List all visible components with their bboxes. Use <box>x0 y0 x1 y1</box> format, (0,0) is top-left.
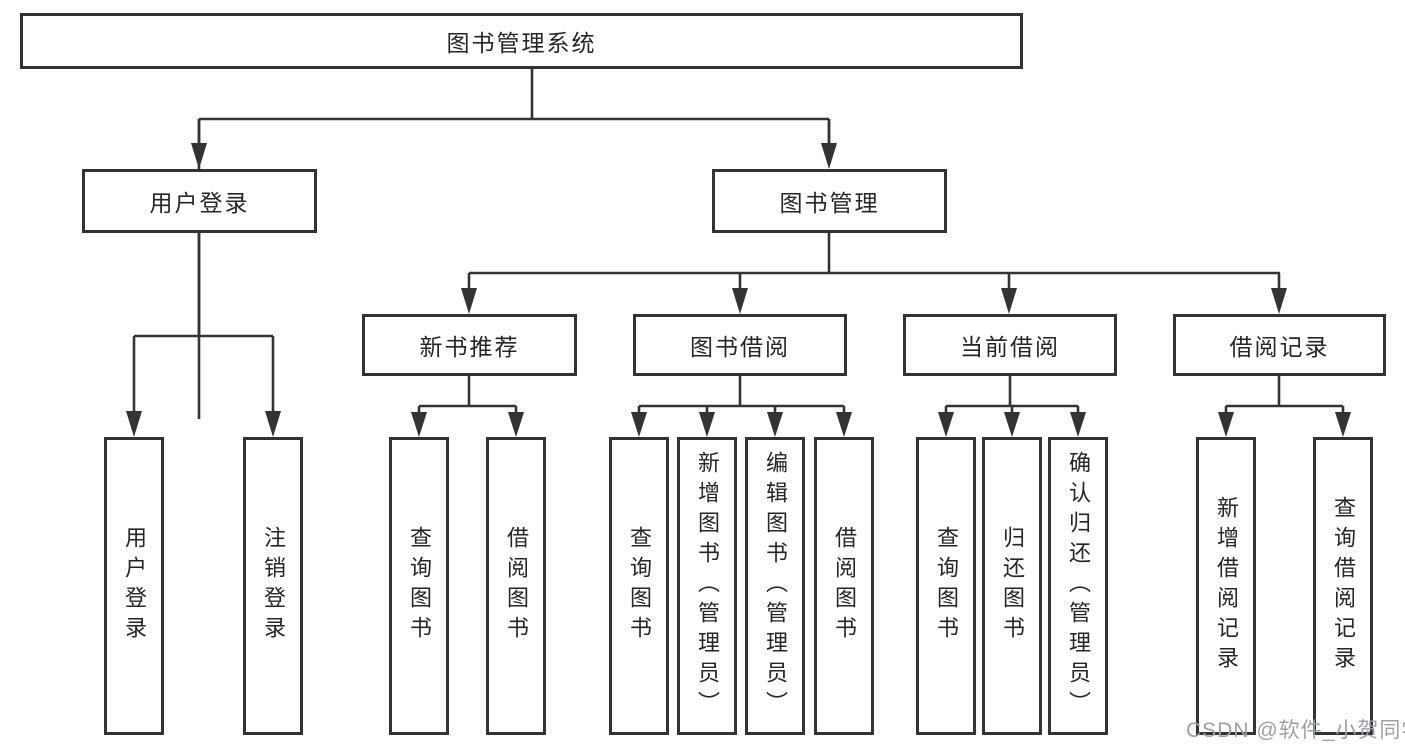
leaf-borrow-books: 借阅图书 <box>814 437 874 735</box>
leaf-user-login: 用户登录 <box>104 437 164 735</box>
leaf-add-books-admin: 新增图书（管理员） <box>677 437 737 735</box>
connector-root <box>191 68 837 419</box>
node-borrow-records: 借阅记录 <box>1173 314 1386 376</box>
node-new-book-recommend-label: 新书推荐 <box>419 334 520 360</box>
connector-current-borrow <box>938 376 1086 437</box>
leaf-borrow-books-label: 借阅图书 <box>832 526 857 646</box>
leaf-edit-books-admin-label: 编辑图书（管理员） <box>763 451 788 721</box>
node-root-label: 图书管理系统 <box>446 30 597 56</box>
node-book-management: 图书管理 <box>712 169 947 233</box>
leaf-logout: 注销登录 <box>243 437 303 735</box>
leaf-user-login-label: 用户登录 <box>122 526 147 646</box>
node-user-login: 用户登录 <box>82 169 317 233</box>
leaf-query-books-borrow-label: 查询图书 <box>627 526 652 646</box>
leaf-add-books-admin-label: 新增图书（管理员） <box>695 451 720 721</box>
node-new-book-recommend: 新书推荐 <box>362 314 577 376</box>
csdn-watermark: CSDN @软件_小贺同学 <box>1186 719 1405 742</box>
node-book-borrow-label: 图书借阅 <box>690 334 790 360</box>
leaf-query-books-recommend-label: 查询图书 <box>407 526 432 646</box>
connector-borrow-records <box>1218 376 1351 437</box>
leaf-query-books-recommend: 查询图书 <box>389 437 449 735</box>
node-borrow-records-label: 借阅记录 <box>1229 334 1330 360</box>
leaf-confirm-return-admin: 确认归还（管理员） <box>1048 437 1108 735</box>
leaf-query-books-current-label: 查询图书 <box>934 526 959 646</box>
connector-new-book <box>411 376 524 437</box>
leaf-return-books-label: 归还图书 <box>1000 526 1025 646</box>
node-book-management-label: 图书管理 <box>779 190 880 216</box>
node-current-borrow-label: 当前借阅 <box>960 334 1060 360</box>
node-current-borrow: 当前借阅 <box>903 314 1117 376</box>
leaf-query-books-current: 查询图书 <box>916 437 976 735</box>
connector-user-login <box>126 233 281 437</box>
leaf-add-borrow-record-label: 新增借阅记录 <box>1214 496 1239 676</box>
node-user-login-label: 用户登录 <box>149 190 250 216</box>
leaf-query-borrow-record: 查询借阅记录 <box>1313 437 1373 735</box>
leaf-query-borrow-record-label: 查询借阅记录 <box>1331 496 1356 676</box>
leaf-return-books: 归还图书 <box>982 437 1042 735</box>
leaf-query-books-borrow: 查询图书 <box>609 437 669 735</box>
connector-book-management <box>461 233 1287 314</box>
leaf-edit-books-admin: 编辑图书（管理员） <box>745 437 805 735</box>
node-root-system: 图书管理系统 <box>20 13 1023 69</box>
leaf-logout-label: 注销登录 <box>261 526 286 646</box>
node-book-borrow: 图书借阅 <box>633 314 847 376</box>
leaf-add-borrow-record: 新增借阅记录 <box>1196 437 1256 735</box>
leaf-borrow-books-recommend-label: 借阅图书 <box>504 526 529 646</box>
leaf-confirm-return-admin-label: 确认归还（管理员） <box>1066 451 1091 721</box>
connector-book-borrow <box>631 376 852 437</box>
leaf-borrow-books-recommend: 借阅图书 <box>486 437 546 735</box>
